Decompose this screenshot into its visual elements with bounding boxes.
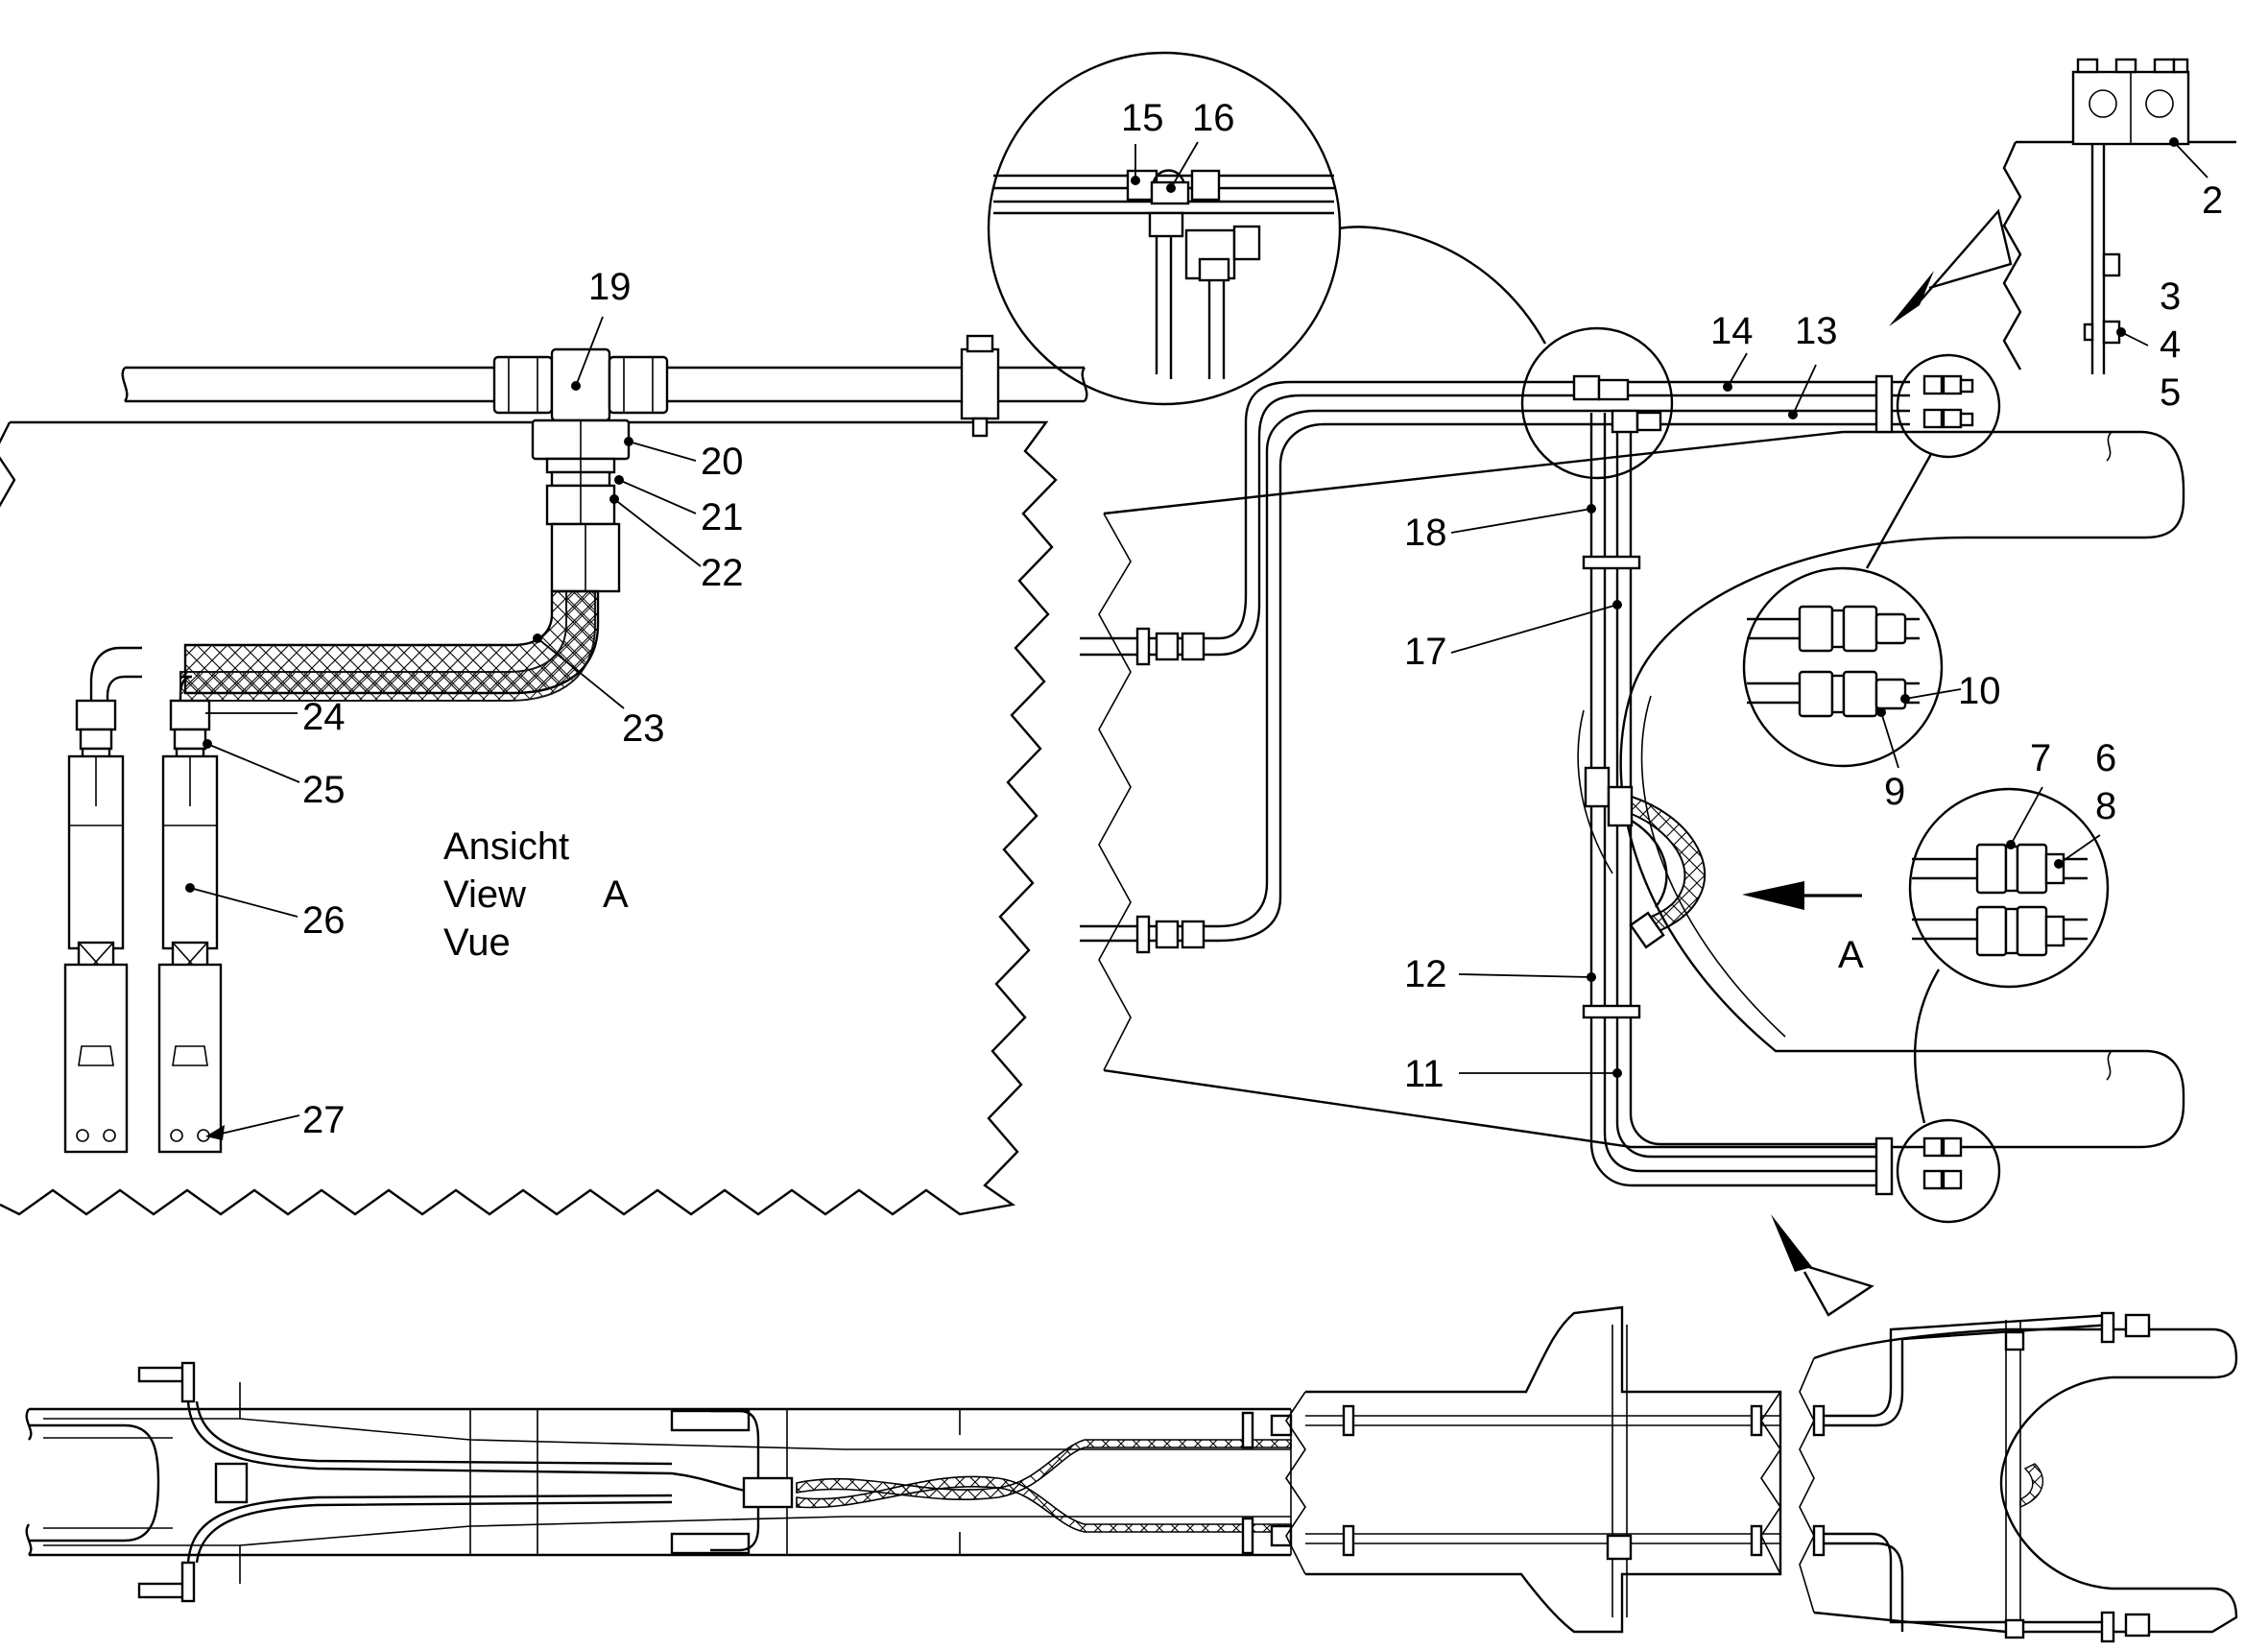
callout-10: 10 [1958, 670, 2001, 712]
callout-25: 25 [302, 769, 346, 811]
boom-main-view [1080, 226, 2185, 1317]
callout-23: 23 [622, 707, 665, 750]
callout-22: 22 [701, 552, 744, 594]
callout-4: 4 [2160, 323, 2181, 366]
break-line-outline [0, 420, 1058, 1216]
callout-19: 19 [588, 266, 632, 308]
detail-circle-6-7-8 [1908, 786, 2110, 989]
callout-20: 20 [701, 441, 744, 483]
callout-26: 26 [302, 899, 346, 942]
callout-16: 16 [1192, 97, 1235, 139]
tube-clamp [960, 347, 1000, 420]
callout-3: 3 [2160, 275, 2181, 318]
callout-7: 7 [2030, 737, 2051, 779]
sensor-left [63, 699, 129, 1154]
callout-27: 27 [302, 1099, 346, 1141]
callout-24: 24 [302, 696, 346, 738]
callout-5: 5 [2160, 371, 2181, 414]
clamp-detail [1889, 58, 2236, 374]
callout-15: 15 [1121, 97, 1164, 139]
callout-17: 17 [1404, 631, 1447, 673]
tee-fitting [492, 355, 554, 415]
callout-6: 6 [2095, 737, 2116, 779]
detail-circle-15-16 [987, 51, 1342, 406]
view-arrow-letter: A [1838, 934, 1864, 976]
view-label-letter: A [603, 873, 629, 916]
callout-2: 2 [2202, 179, 2223, 222]
view-label-en: View [443, 873, 526, 916]
view-label-de: Ansicht [443, 825, 569, 868]
callout-14: 14 [1710, 310, 1754, 352]
callout-12: 12 [1404, 953, 1447, 995]
callout-9: 9 [1884, 771, 1905, 813]
detail-view-a [0, 316, 1088, 1216]
callout-21: 21 [701, 496, 744, 538]
boom-overview [25, 1305, 2238, 1643]
sensor-right [157, 699, 223, 1154]
view-label-fr: Vue [443, 921, 511, 964]
callout-11: 11 [1404, 1053, 1444, 1095]
detail-circle-9-10 [1742, 566, 1962, 769]
callout-13: 13 [1795, 310, 1838, 352]
callout-18: 18 [1404, 512, 1447, 554]
callout-8: 8 [2095, 785, 2116, 827]
